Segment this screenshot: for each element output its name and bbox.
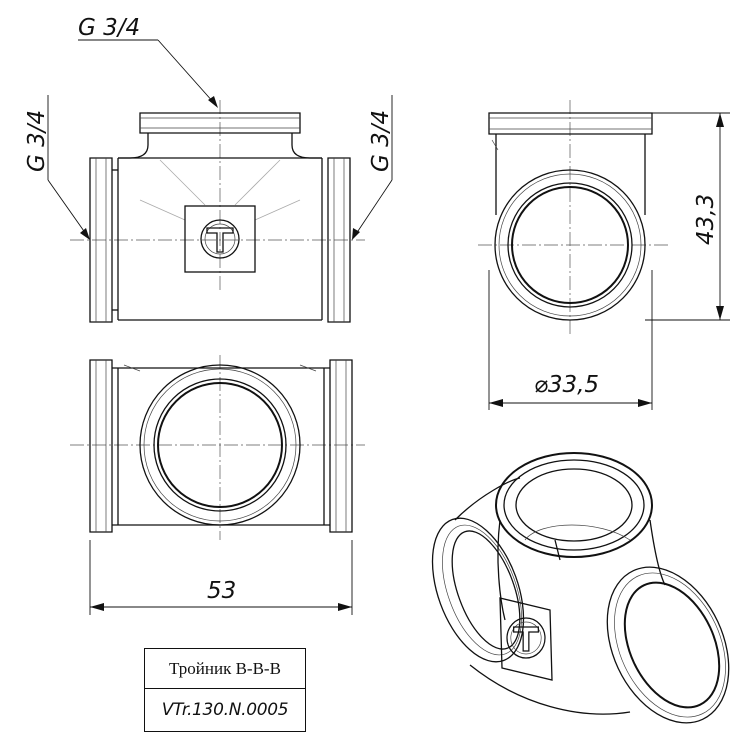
top-view bbox=[70, 355, 365, 540]
vt-logo-iso-icon bbox=[513, 626, 539, 652]
front-view bbox=[70, 100, 365, 323]
thread-label-top-text: G 3/4 bbox=[78, 15, 140, 41]
thread-label-right-text: G 3/4 bbox=[368, 110, 394, 172]
thread-label-left: G 3/4 bbox=[24, 95, 90, 240]
height-dimension-text: 43,3 bbox=[693, 194, 719, 245]
length-dimension: 53 bbox=[89, 540, 353, 615]
height-dimension: 43,3 bbox=[645, 112, 730, 321]
title-block-code: VTr.130.N.0005 bbox=[144, 688, 306, 732]
thread-label-right: G 3/4 bbox=[352, 95, 394, 240]
title-block-name: Тройник В-В-В bbox=[144, 648, 306, 690]
thread-label-top: G 3/4 bbox=[78, 15, 218, 108]
isometric-view bbox=[431, 452, 730, 724]
diameter-dimension-text: ⌀33,5 bbox=[534, 372, 599, 398]
length-dimension-text: 53 bbox=[207, 578, 236, 604]
diameter-dimension: ⌀33,5 bbox=[488, 270, 653, 410]
thread-label-left-text: G 3/4 bbox=[24, 110, 50, 172]
side-view bbox=[478, 100, 668, 335]
